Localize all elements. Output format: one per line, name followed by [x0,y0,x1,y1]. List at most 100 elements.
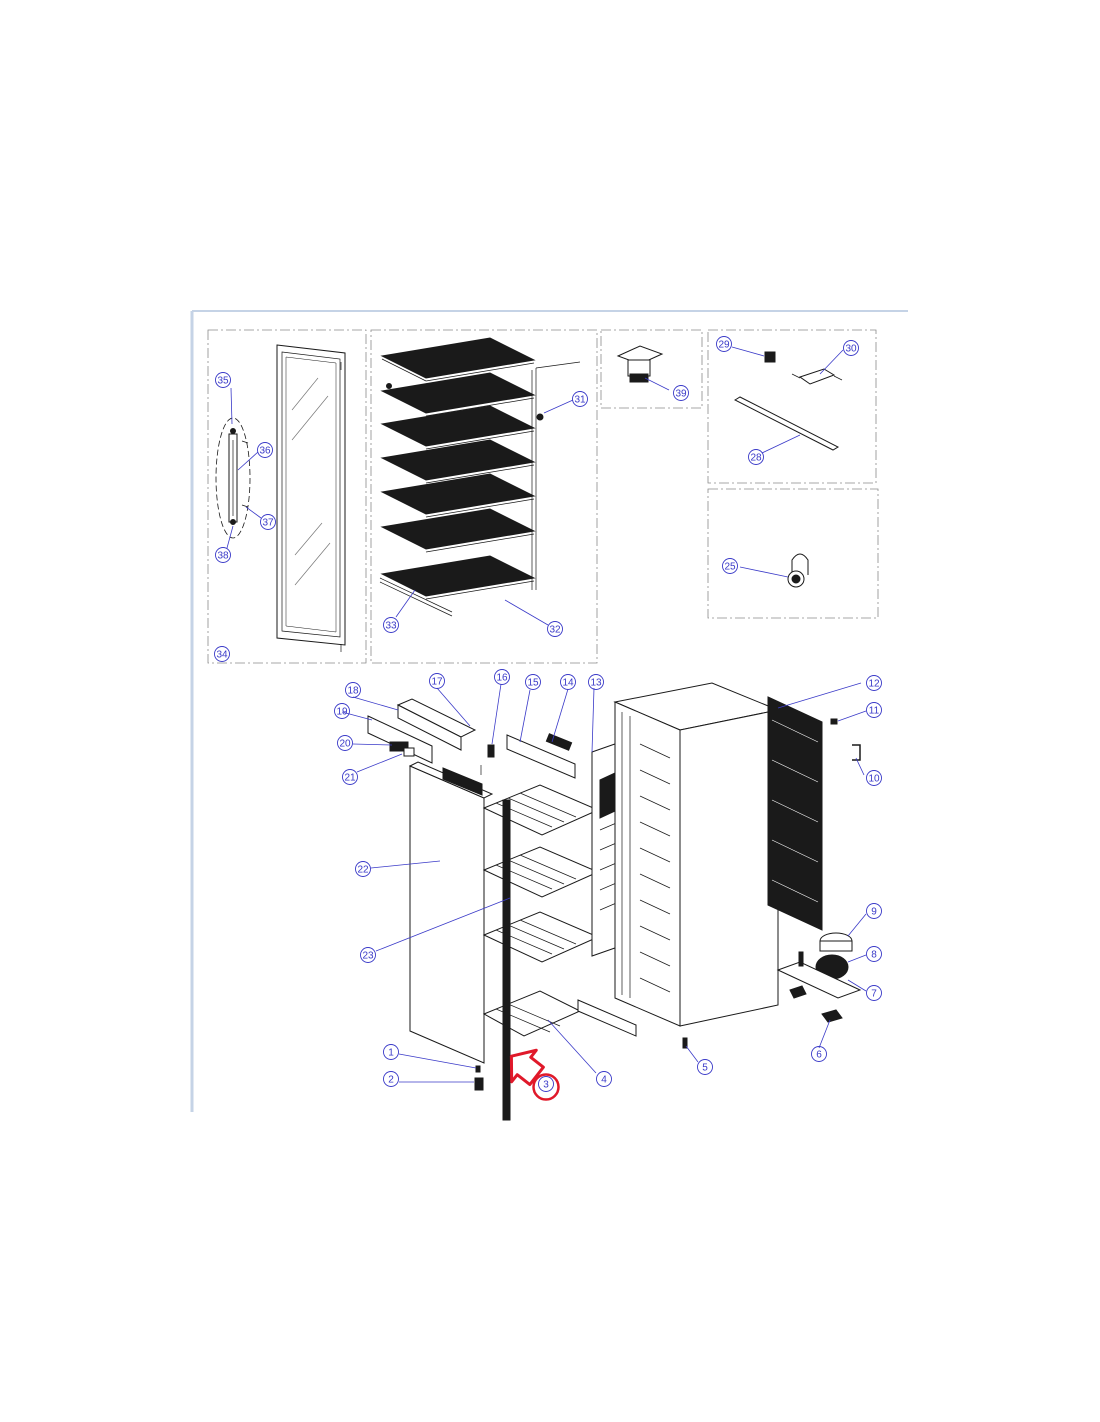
callout-29: 29 [716,336,732,352]
callout-28: 28 [748,449,764,465]
callout-38-label: 38 [217,551,229,562]
callout-35-label: 35 [217,376,229,387]
callout-16: 16 [494,669,510,685]
callout-25-label: 25 [724,562,736,573]
leader-lines [226,346,867,1083]
callout-7-label: 7 [871,989,877,1000]
callout-25: 25 [722,558,738,574]
callout-22: 22 [355,861,371,877]
callout-2-label: 2 [388,1075,394,1086]
callout-31: 31 [572,391,588,407]
callout-7: 7 [866,985,882,1001]
callout-17: 17 [429,673,445,689]
display-board [506,733,576,779]
callout-35: 35 [215,372,231,388]
callout-28-label: 28 [750,453,762,464]
callout-29-label: 29 [718,340,730,351]
callout-37: 37 [260,514,276,530]
door-group-box [207,329,367,664]
callout-4: 4 [596,1071,612,1087]
door-gasket-strip [502,799,511,1121]
callout-10-label: 10 [868,774,880,785]
glass-door [276,344,346,652]
callout-14: 14 [560,674,576,690]
callout-12-label: 12 [868,679,880,690]
lock-group-box [707,488,879,619]
callout-16-label: 16 [496,673,508,684]
bottom-rail [577,999,637,1037]
callout-33-label: 33 [385,621,397,632]
electrical-group-box [707,329,877,484]
callout-20: 20 [337,735,353,751]
callout-20-label: 20 [339,739,351,750]
callout-4-label: 4 [601,1075,607,1086]
clip-11 [830,718,838,725]
callout-23: 23 [360,947,376,963]
callout-13: 13 [588,674,604,690]
callout-30-label: 30 [845,344,857,355]
callout-19-label: 19 [336,707,348,718]
callout-3: 3 [538,1076,554,1092]
interior-shelves [482,784,600,1037]
callout-9-label: 9 [871,907,877,918]
callout-37-label: 37 [262,518,274,529]
callout-6: 6 [811,1046,827,1062]
callout-1: 1 [383,1044,399,1060]
callout-11-label: 11 [869,706,880,717]
condenser-coil [767,696,823,931]
callout-31-label: 31 [574,395,586,406]
callout-8: 8 [866,946,882,962]
callout-32-label: 32 [549,625,561,636]
callout-21-label: 21 [344,773,356,784]
callout-32: 32 [547,621,563,637]
bracket-2 [474,1077,484,1091]
screw-5 [682,1037,688,1049]
callout-15-label: 15 [527,678,539,689]
compressor-assembly [776,932,862,1023]
control-panel-parts [367,698,495,775]
highlight-circle [532,1073,560,1101]
callout-3-label: 3 [543,1080,549,1091]
callout-12: 12 [866,675,882,691]
callout-6-label: 6 [816,1050,822,1061]
electrical-parts [733,351,843,451]
callout-34: 34 [214,646,230,662]
wire-shelf-stack [379,337,581,617]
callout-18: 18 [345,682,361,698]
bracket-10 [852,744,861,761]
callout-39: 39 [673,385,689,401]
solid-door-panel [408,761,494,1064]
door-lock [787,553,809,588]
fan-motor [616,345,664,383]
callout-5: 5 [697,1059,713,1075]
callout-38: 38 [215,547,231,563]
callout-21: 21 [342,769,358,785]
highlight-arrow [509,1048,545,1087]
callout-8-label: 8 [871,950,877,961]
callout-9: 9 [866,903,882,919]
screw-1 [475,1065,481,1073]
callout-19: 19 [334,703,350,719]
callout-36: 36 [257,442,273,458]
door-handle-assembly [215,417,251,539]
fan-group-box [600,329,703,409]
callout-36-label: 36 [259,446,271,457]
callout-2: 2 [383,1071,399,1087]
callout-23-label: 23 [362,951,374,962]
callout-1-label: 1 [388,1048,394,1059]
callout-34-label: 34 [216,650,228,661]
shelf-group-box [370,329,598,664]
callout-10: 10 [866,770,882,786]
callout-13-label: 13 [590,678,602,689]
callout-33: 33 [383,617,399,633]
callout-17-label: 17 [431,677,443,688]
callout-22-label: 22 [357,865,369,876]
callout-15: 15 [525,674,541,690]
callout-18-label: 18 [347,686,359,697]
callout-39-label: 39 [675,389,687,400]
callout-11: 11 [866,702,882,718]
callout-30: 30 [843,340,859,356]
cabinet-body [613,682,780,1027]
callout-5-label: 5 [702,1063,708,1074]
